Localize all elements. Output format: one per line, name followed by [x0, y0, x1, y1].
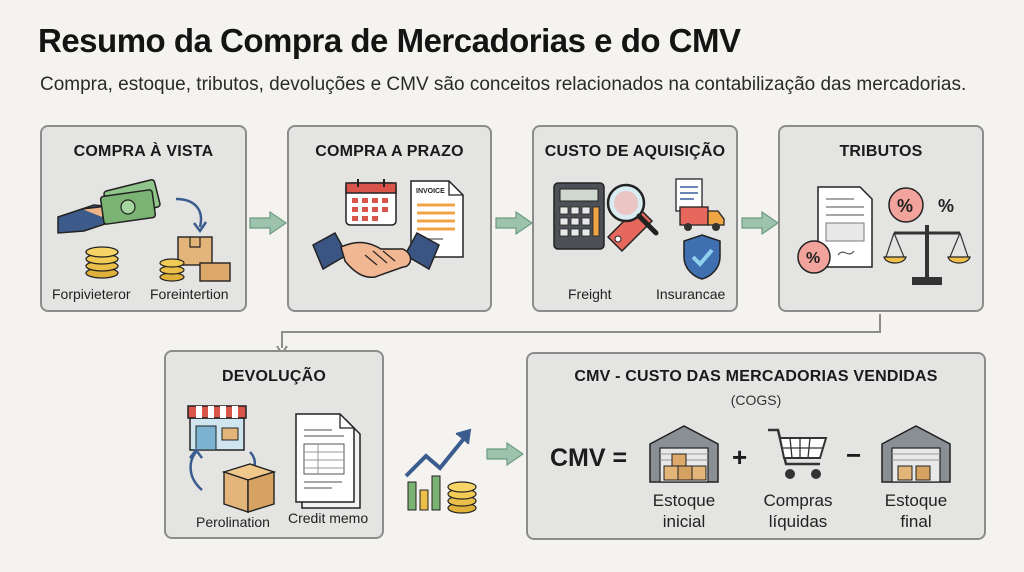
- percent-text: %: [938, 196, 954, 216]
- card-title: COMPRA A PRAZO: [315, 143, 464, 160]
- term-line1: Estoque: [652, 491, 716, 510]
- shield-check-icon: [683, 234, 721, 280]
- term-line1: Compras: [763, 491, 833, 510]
- handshake-icon: [312, 231, 440, 279]
- caption-right: Foreintertion: [150, 286, 229, 302]
- page-title: Resumo da Compra de Mercadorias e do CMV: [38, 22, 741, 59]
- flow-arrow: [486, 441, 525, 467]
- card-compra-a-prazo: COMPRA A PRAZO INVOICE: [287, 125, 492, 312]
- store-icon: [187, 405, 247, 451]
- term-compras-liquidas: Compras líquidas: [748, 490, 848, 532]
- caption-left: Forpivieteror: [52, 286, 131, 302]
- return-box-icon: [189, 447, 277, 513]
- page-subtitle: Compra, estoque, tributos, devoluções e …: [40, 74, 967, 95]
- invoice-label: INVOICE: [416, 188, 445, 195]
- calculator-icon: [553, 182, 605, 250]
- flow-arrow: [741, 210, 780, 236]
- term-line2: inicial: [662, 512, 706, 531]
- minus-sign: −: [846, 440, 862, 470]
- term-estoque-final: Estoque final: [866, 490, 966, 532]
- term-line2: líquidas: [768, 512, 828, 531]
- cmv-subtitle: (COGS): [730, 392, 782, 408]
- card-tributos: TRIBUTOS % % %: [778, 125, 984, 312]
- coins-icon: [85, 246, 119, 279]
- card-title: CUSTO DE AQUISIÇÃO: [544, 143, 726, 160]
- card-compra-a-vista: COMPRA À VISTA Forpivieteror Foreinterti…: [40, 125, 247, 312]
- cash-hand-icon: [57, 179, 161, 234]
- boxes-icon: [159, 236, 231, 282]
- caption-credit-memo: Credit memo: [288, 510, 369, 526]
- caption-freight: Freight: [568, 286, 612, 302]
- flow-arrow: [495, 210, 534, 236]
- percent-icon: % %: [888, 187, 954, 223]
- caption-insurance: Insurancae: [656, 286, 726, 302]
- calendar-icon: [345, 179, 397, 226]
- credit-memo-icon: [295, 413, 361, 509]
- tax-document-icon: %: [797, 186, 873, 274]
- plus-sign: +: [732, 442, 748, 472]
- cart-icon: [768, 428, 828, 479]
- percent-badge-text: %: [897, 196, 913, 216]
- warehouse-icon: [649, 425, 719, 483]
- curved-arrow-icon: [175, 197, 208, 234]
- card-title: DEVOLUÇÃO: [221, 368, 327, 385]
- term-estoque-inicial: Estoque inicial: [634, 490, 734, 532]
- card-title: COMPRA À VISTA: [73, 143, 214, 160]
- warehouse-icon: [881, 425, 951, 483]
- cmv-equals: CMV =: [550, 444, 628, 472]
- percent-badge-text: %: [806, 250, 820, 267]
- caption-left: Perolination: [196, 514, 270, 530]
- card-title: TRIBUTOS: [839, 143, 923, 160]
- card-custo-de-aquisicao: CUSTO DE AQUISIÇÃO Freight Insurancae: [532, 125, 738, 312]
- card-title: CMV - CUSTO DAS MERCADORIAS VENDIDAS: [574, 368, 938, 385]
- truck-icon: [675, 178, 725, 231]
- card-cmv: CMV - CUSTO DAS MERCADORIAS VENDIDAS (CO…: [526, 352, 986, 540]
- magnifier-tag-icon: [606, 183, 659, 253]
- scale-icon: [883, 225, 971, 285]
- growth-chart-icon: [404, 428, 477, 514]
- term-line1: Estoque: [884, 491, 948, 510]
- flow-arrow: [249, 210, 288, 236]
- card-devolucao: DEVOLUÇÃO Perolination Credit memo: [164, 350, 384, 539]
- term-line2: final: [900, 512, 932, 531]
